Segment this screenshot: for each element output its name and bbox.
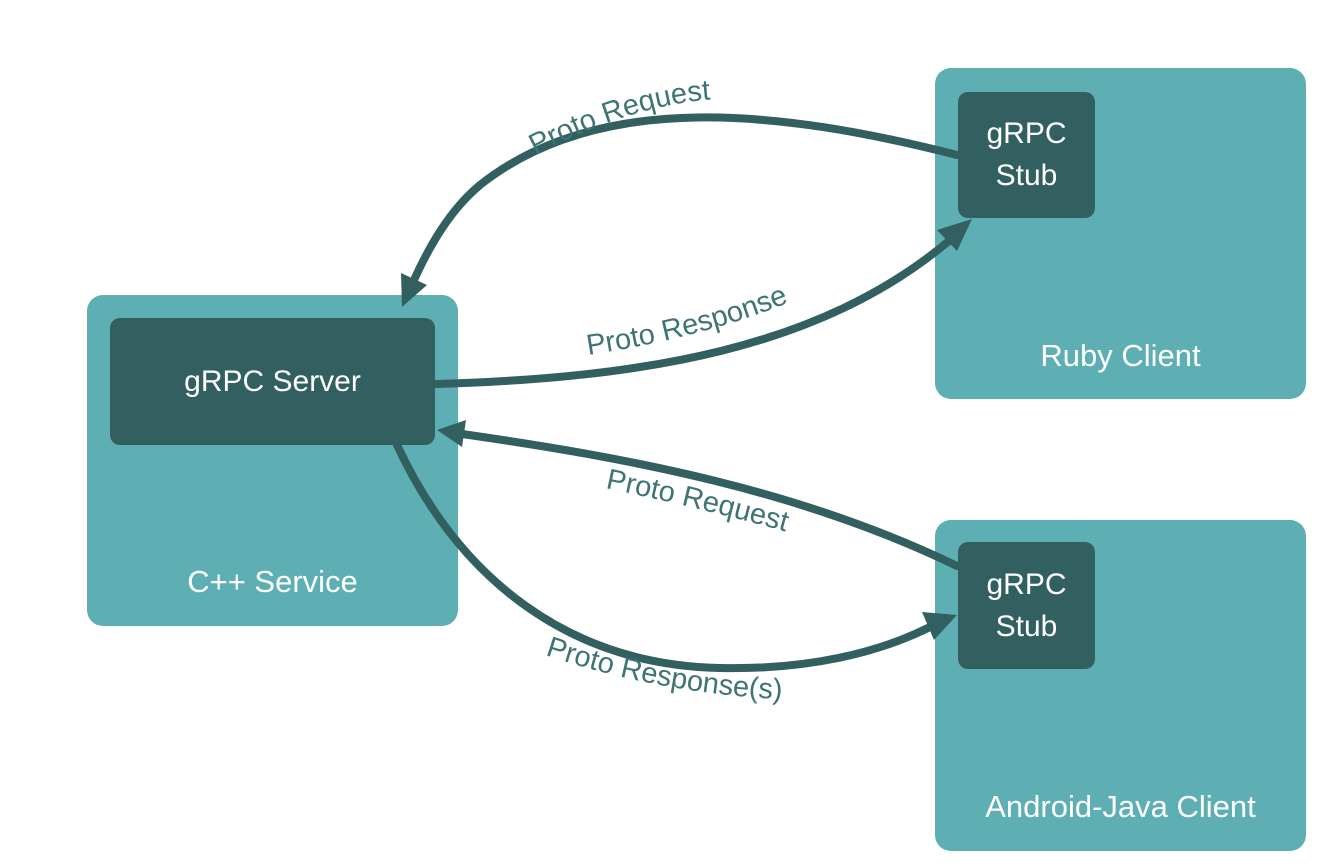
ruby-response-label: Proto Response [584, 279, 791, 362]
grpc-server-box: gRPC Server [110, 318, 435, 445]
ruby-grpc-stub-box: gRPC Stub [958, 92, 1095, 218]
android-java-client-label: Android-Java Client [985, 789, 1256, 824]
ruby-grpc-stub-label: gRPC Stub [986, 117, 1067, 192]
android-request-arrow [458, 430, 961, 570]
android-response-arrow [393, 441, 934, 673]
ruby-response-arrow [432, 236, 954, 388]
ruby-request-arrowhead [401, 273, 427, 307]
ruby-response-text: Proto Response [584, 279, 791, 362]
ruby-response-arrowhead [937, 219, 972, 251]
ruby-request-arrow [410, 113, 961, 284]
cpp-service-label: C++ Service [187, 564, 358, 599]
android-grpc-stub-box: gRPC Stub [958, 542, 1095, 669]
android-grpc-stub-label: gRPC Stub [986, 567, 1067, 643]
android-response-arrowhead [922, 612, 957, 640]
ruby-client-label: Ruby Client [1040, 338, 1201, 373]
android-request-arrowhead [437, 420, 466, 447]
grpc-server-label: gRPC Server [184, 364, 361, 398]
